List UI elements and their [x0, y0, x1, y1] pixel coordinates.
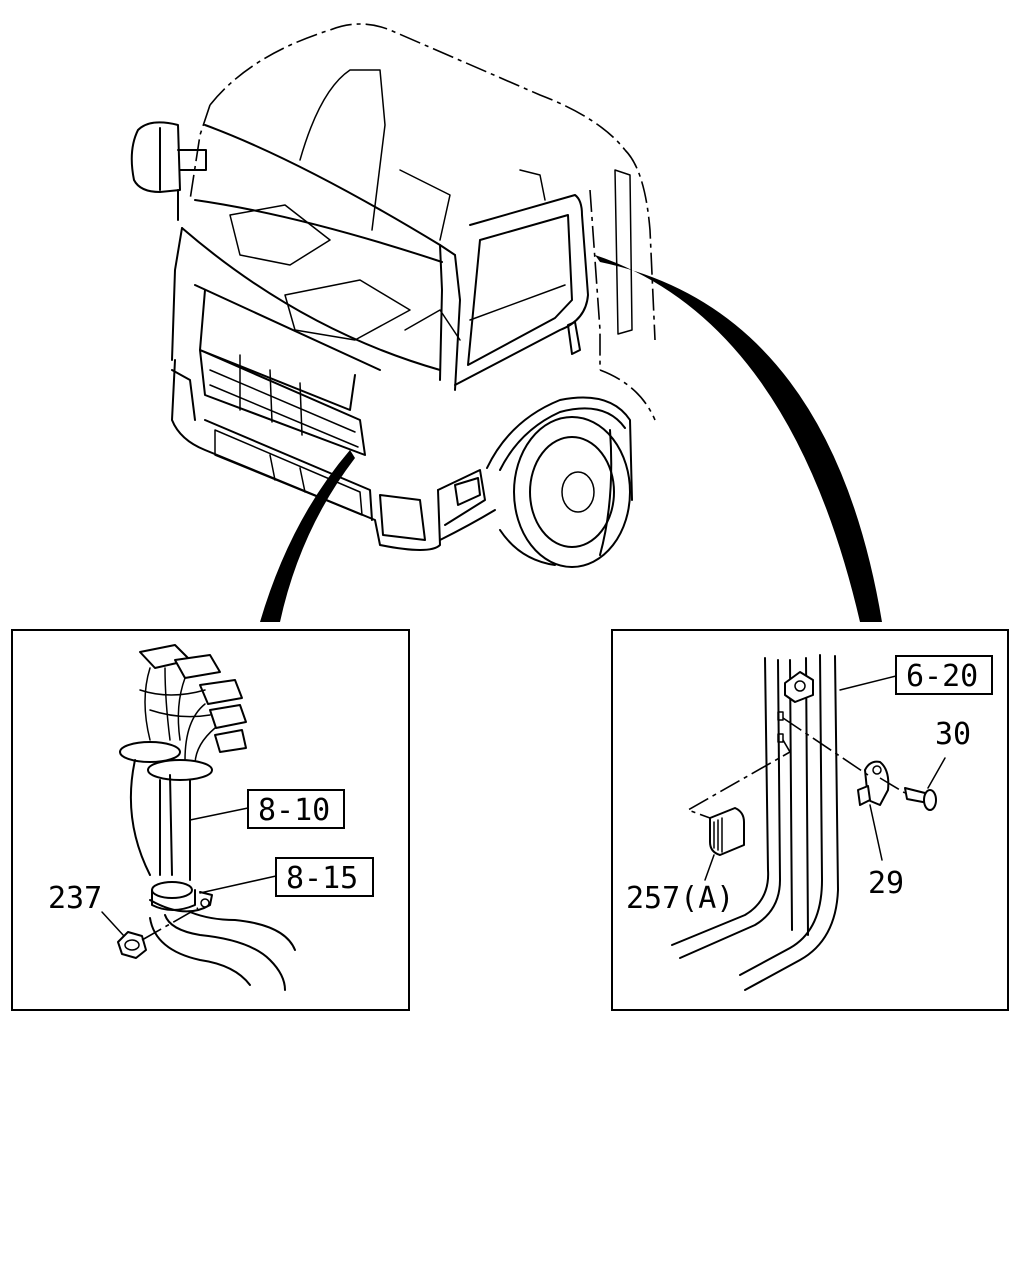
zoom-leader-left — [260, 450, 355, 622]
detail-panel-left: 237 8-10 8-15 — [11, 629, 410, 1011]
wire-harness — [119, 644, 296, 991]
label-257a: 257(A) — [626, 881, 734, 916]
callout-6-20-text: 6-20 — [906, 659, 978, 694]
callout-8-10-text: 8-10 — [258, 793, 330, 828]
truck-cab-illustration — [130, 23, 656, 568]
screw-part-30 — [904, 757, 946, 811]
assembly-line-plug — [686, 739, 792, 819]
label-30: 30 — [935, 717, 971, 752]
callout-8-10: 8-10 — [189, 789, 345, 829]
callout-8-15-text: 8-15 — [286, 861, 358, 896]
assembly-line-screw — [879, 777, 906, 794]
assembly-line-switch — [782, 717, 869, 776]
label-237: 237 — [48, 881, 102, 916]
door-frame — [671, 654, 839, 991]
callout-8-15: 8-15 — [199, 857, 374, 897]
door-switch-part-29 — [857, 760, 890, 861]
callout-6-20: 6-20 — [839, 655, 993, 695]
detail-panel-right: 29 30 257(A) 6-20 — [611, 629, 1009, 1011]
label-29: 29 — [868, 866, 904, 901]
nut-part-237 — [101, 907, 199, 959]
plug-part-257a — [704, 807, 745, 881]
zoom-leader-right — [595, 255, 882, 622]
